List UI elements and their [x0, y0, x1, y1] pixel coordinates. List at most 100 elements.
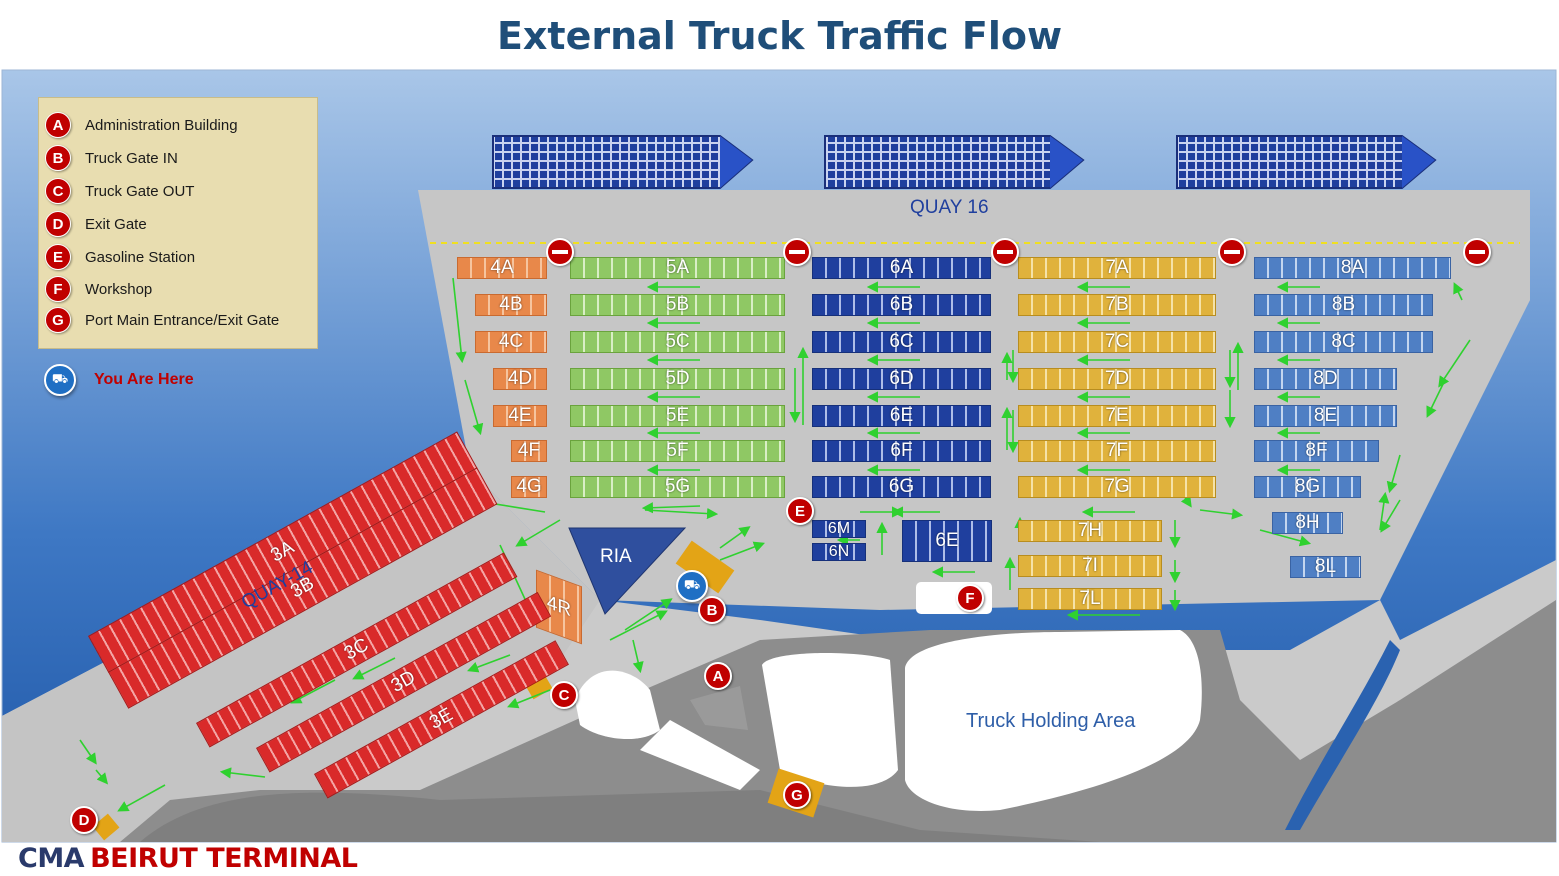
block-5g: 5G — [570, 476, 785, 498]
block-5c: 5C — [570, 331, 785, 353]
no-entry-icon — [1218, 238, 1246, 266]
you-are-here-label: You Are Here — [94, 371, 194, 388]
legend-badge: A — [45, 112, 71, 138]
block-8b: 8B — [1254, 294, 1433, 316]
no-entry-icon — [783, 238, 811, 266]
zone-white-4 — [640, 720, 760, 790]
legend-badge: E — [45, 244, 71, 270]
block-7l: 7L — [1018, 588, 1162, 610]
block-7g: 7G — [1018, 476, 1216, 498]
truck-icon: ⛟ — [44, 364, 76, 396]
block-6g: 6G — [812, 476, 991, 498]
holding-area-zone — [905, 630, 1202, 811]
block-4e: 4E — [493, 405, 547, 427]
marker-a[interactable]: A — [704, 662, 732, 690]
ship-3 — [1176, 135, 1437, 189]
block-7e: 7E — [1018, 405, 1216, 427]
block-4f: 4F — [511, 440, 547, 462]
gate-d-structure — [92, 813, 120, 841]
legend-label: Port Main Entrance/Exit Gate — [85, 311, 280, 329]
ria-label: RIA — [600, 546, 632, 567]
you-are-here-legend: ⛟ You Are Here — [44, 364, 194, 396]
legend-item-d: D Exit Gate — [45, 211, 147, 237]
zone-white-3 — [575, 670, 660, 740]
block-7a: 7A — [1018, 257, 1216, 279]
block-6e: 6E — [812, 405, 991, 427]
block-6c: 6C — [812, 331, 991, 353]
block-6n: 6N — [812, 543, 866, 561]
marker-b[interactable]: B — [698, 596, 726, 624]
block-4b: 4B — [475, 294, 547, 316]
block-4d: 4D — [493, 368, 547, 390]
legend-badge: D — [45, 211, 71, 237]
ria-zone — [568, 527, 687, 615]
quay-16-label: QUAY 16 — [910, 197, 989, 218]
legend-item-e: E Gasoline Station — [45, 244, 195, 270]
legend-item-c: C Truck Gate OUT — [45, 178, 194, 204]
block-6a: 6A — [812, 257, 991, 279]
block-7h: 7H — [1018, 520, 1162, 542]
block-7c: 7C — [1018, 331, 1216, 353]
block-6d: 6D — [812, 368, 991, 390]
legend-label: Truck Gate OUT — [85, 182, 195, 200]
gate-b-structure — [675, 540, 735, 594]
legend-label: Gasoline Station — [85, 248, 196, 266]
block-6m: 6M — [812, 520, 866, 538]
block-8e: 8E — [1254, 405, 1397, 427]
block-4c: 4C — [475, 331, 547, 353]
block-7i: 7I — [1018, 555, 1162, 577]
no-entry-icon — [546, 238, 574, 266]
ship-1 — [492, 135, 754, 189]
block-4a: 4A — [457, 257, 547, 279]
block-7f: 7F — [1018, 440, 1216, 462]
water-channel — [1285, 640, 1400, 830]
marker-g[interactable]: G — [783, 781, 811, 809]
legend-badge: C — [45, 178, 71, 204]
block-8l: 8L — [1290, 556, 1361, 578]
block-6b: 6B — [812, 294, 991, 316]
legend-item-a: A Administration Building — [45, 112, 238, 138]
ship-2 — [824, 135, 1085, 189]
block-5d: 5D — [570, 368, 785, 390]
port-map — [1, 69, 1557, 843]
block-6f: 6F — [812, 440, 991, 462]
logo-cma: CMA — [18, 843, 85, 874]
legend-badge: G — [45, 307, 71, 333]
marker-e[interactable]: E — [786, 497, 814, 525]
block-5a: 5A — [570, 257, 785, 279]
block-8g: 8G — [1254, 476, 1361, 498]
legend-label: Workshop — [85, 280, 153, 298]
marker-d[interactable]: D — [70, 806, 98, 834]
block-7b: 7B — [1018, 294, 1216, 316]
block-6e-south: 6E — [902, 520, 992, 562]
block-5f: 5F — [570, 440, 785, 462]
legend-label: Administration Building — [85, 116, 238, 134]
you-are-here-truck-icon: ⛟ — [676, 570, 708, 602]
block-8f: 8F — [1254, 440, 1379, 462]
legend-badge: F — [45, 276, 71, 302]
no-entry-icon — [991, 238, 1019, 266]
block-8h: 8H — [1272, 512, 1343, 534]
block-8d: 8D — [1254, 368, 1397, 390]
gate-c-structure — [525, 674, 553, 700]
truck-holding-area-label: Truck Holding Area — [966, 710, 1136, 732]
legend-label: Exit Gate — [85, 215, 147, 233]
marker-f[interactable]: F — [956, 584, 984, 612]
block-7d: 7D — [1018, 368, 1216, 390]
legend-item-f: F Workshop — [45, 276, 152, 302]
no-entry-icon — [1463, 238, 1491, 266]
legend-item-b: B Truck Gate IN — [45, 145, 178, 171]
legend-badge: B — [45, 145, 71, 171]
zone-white-2 — [762, 653, 898, 787]
marker-c[interactable]: C — [550, 681, 578, 709]
page-title: External Truck Traffic Flow — [496, 14, 1063, 58]
west-quay-land — [2, 470, 600, 842]
legend-label: Truck Gate IN — [85, 149, 178, 167]
logo-beirut-terminal: BEIRUT TERMINAL — [90, 843, 358, 874]
block-4g: 4G — [511, 476, 547, 498]
admin-building-zone — [690, 686, 748, 730]
block-5b: 5B — [570, 294, 785, 316]
block-5e: 5E — [570, 405, 785, 427]
